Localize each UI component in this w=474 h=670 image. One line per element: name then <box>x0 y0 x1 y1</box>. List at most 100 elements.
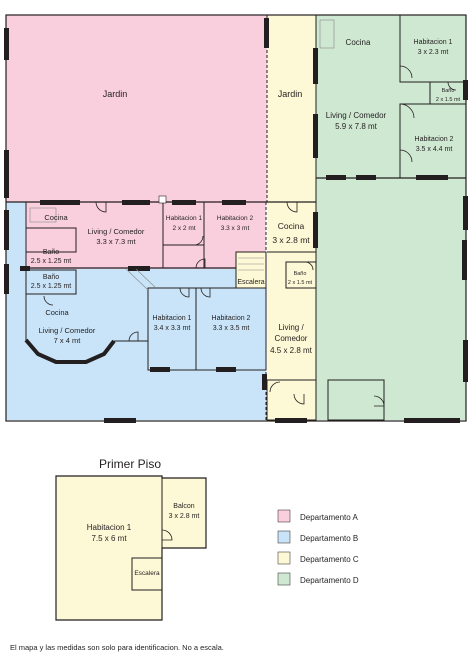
ground-floor-labels: Jardin Jardin Cocina Living / Comedor 3.… <box>31 38 461 355</box>
c-bath-label: Baño <box>294 271 307 277</box>
b-bath1-size: 2.5 x 1.25 mt <box>31 258 72 265</box>
window <box>264 18 269 48</box>
doors <box>43 65 457 407</box>
dept-d-zone <box>316 15 466 420</box>
a-bed1-label: Habitacion 1 <box>166 215 203 222</box>
door-swing <box>200 287 211 298</box>
b-bed1-label: Habitacion 1 <box>153 315 192 322</box>
door-swing <box>286 201 298 213</box>
stair-outline <box>235 251 267 289</box>
legend-swatch-d <box>277 572 291 586</box>
b-bath2-size: 2.5 x 1.25 mt <box>31 283 72 290</box>
ff-bed1-size: 7.5 x 6 mt <box>91 534 127 543</box>
b-bed2-size: 3.3 x 3.5 mt <box>213 325 250 332</box>
c-bath-size: 2 x 1.5 mt <box>288 280 313 286</box>
door-swing <box>269 381 281 393</box>
legend-swatch-c <box>277 551 291 565</box>
a-living-size: 3.3 x 7.3 mt <box>96 237 136 246</box>
c-living-size: 4.5 x 2.8 mt <box>270 346 313 355</box>
window <box>4 264 9 294</box>
c-living-label-2: Comedor <box>275 334 308 343</box>
first-floor-title: Primer Piso <box>99 457 161 471</box>
window <box>216 367 236 372</box>
door-swing <box>179 287 190 298</box>
door-swing <box>304 261 314 271</box>
c-kitchen-label: Cocina <box>278 221 305 231</box>
door-swing <box>399 149 413 163</box>
window <box>404 418 460 423</box>
c-living-label-1: Living / <box>278 323 304 332</box>
d-bath-size: 2 x 1.5 mt <box>436 97 461 103</box>
legend-label-c: Departamento C <box>300 555 359 564</box>
window <box>313 48 318 84</box>
door-swing <box>399 65 413 79</box>
stairs-label: Escalera <box>237 279 264 286</box>
window <box>463 340 468 382</box>
door-swing <box>43 295 54 306</box>
garden-a-label: Jardin <box>103 89 128 99</box>
window <box>104 418 136 423</box>
window <box>313 114 318 158</box>
window <box>40 200 80 205</box>
window <box>122 200 150 205</box>
legend-label-a: Departamento A <box>300 513 358 522</box>
dept-a-zone <box>6 15 267 202</box>
b-living-size: 7 x 4 mt <box>54 336 82 345</box>
door-swing <box>373 395 385 407</box>
d-bed1-size: 3 x 2.3 mt <box>418 49 449 56</box>
c-kitchen-size: 3 x 2.8 mt <box>272 235 310 245</box>
b-living-label: Living / Comedor <box>39 326 96 335</box>
window <box>4 210 9 250</box>
window <box>4 28 9 60</box>
counter <box>319 19 335 49</box>
window <box>222 200 246 205</box>
d-bath-label: Baño <box>442 88 455 94</box>
a-kitchen-label: Cocina <box>44 213 68 222</box>
stair-box <box>131 557 163 591</box>
window <box>150 367 170 372</box>
door-swing <box>195 258 206 269</box>
legend-swatch-b <box>277 530 291 544</box>
d-bed2-label: Habitacion 2 <box>415 136 454 143</box>
window <box>275 418 307 423</box>
a-bed2-size: 3.3 x 3 mt <box>221 225 250 232</box>
b-bath1-label: Baño <box>43 249 59 256</box>
ff-stairs-label: Escalera <box>134 570 160 577</box>
d-living-label: Living / Comedor <box>326 111 387 120</box>
first-floor: Primer Piso Habitacion 1 7.5 x 6 mt Balc… <box>55 457 207 621</box>
b-bed1-size: 3.4 x 3.3 mt <box>154 325 191 332</box>
legend-swatch-a <box>277 509 291 523</box>
fixture-box <box>158 195 167 204</box>
a-bed2-label: Habitacion 2 <box>217 215 254 222</box>
garden-c-label: Jardin <box>278 89 303 99</box>
window <box>20 266 30 271</box>
window <box>463 80 468 100</box>
d-kitchen-label: Cocina <box>346 38 371 47</box>
window <box>462 240 467 280</box>
legend-label-d: Departamento D <box>300 576 359 585</box>
door-swing <box>193 235 204 246</box>
d-living-size: 5.9 x 7.8 mt <box>335 122 378 131</box>
dept-b-zone <box>6 202 266 420</box>
hall-line <box>125 268 149 291</box>
hall-line <box>135 268 157 289</box>
b-bed2-label: Habitacion 2 <box>212 315 251 322</box>
window <box>172 200 196 205</box>
door-swing <box>293 393 305 405</box>
door-swing <box>399 103 415 119</box>
b-bath1-outline <box>25 227 77 253</box>
dept-a-interior <box>26 202 266 269</box>
window <box>4 150 9 198</box>
b-kitchen-label: Cocina <box>45 308 69 317</box>
window <box>326 175 346 180</box>
window <box>416 175 448 180</box>
ff-balcony-label: Balcon <box>173 503 195 510</box>
door-swing <box>447 81 457 91</box>
window <box>262 374 267 390</box>
disclaimer-footer: El mapa y las medidas son solo para iden… <box>10 643 224 652</box>
d-bed2-size: 3.5 x 4.4 mt <box>416 146 453 153</box>
door-swing <box>161 529 173 541</box>
first-floor-outline <box>55 475 207 621</box>
fixtures <box>29 19 335 291</box>
